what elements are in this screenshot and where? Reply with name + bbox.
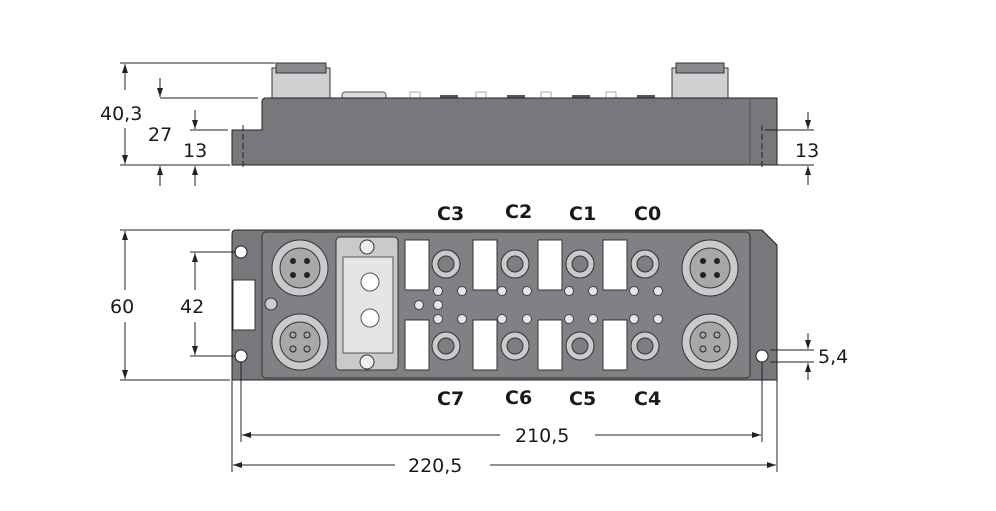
rotary-switch-icon[interactable] xyxy=(360,308,380,328)
dim-height: 60 xyxy=(110,296,134,318)
dim-body-height: 27 xyxy=(148,124,172,146)
dim-flange-right: 13 xyxy=(795,140,819,162)
dim-flange-left: 13 xyxy=(183,140,207,162)
dim-hole-diameter: 5,4 xyxy=(818,346,848,368)
dim-total-height: 40,3 xyxy=(100,103,142,125)
dim-total-length: 220,5 xyxy=(408,455,462,477)
rotary-switch-icon[interactable] xyxy=(360,272,380,292)
front-view: C3 C2 C1 C0 C7 C6 C5 C4 60 42 5,4 210,5 … xyxy=(110,201,848,477)
led-icon xyxy=(414,286,663,324)
connector-label-c0: C0 xyxy=(634,203,661,225)
power-connector-icon xyxy=(271,239,739,371)
connector-label-c6: C6 xyxy=(505,387,532,409)
connector-label-c4: C4 xyxy=(634,388,661,410)
side-body xyxy=(231,97,778,166)
io-connectors xyxy=(404,239,663,371)
connector-label-c2: C2 xyxy=(505,201,532,223)
connector-label-c1: C1 xyxy=(569,203,596,225)
dim-hole-spacing-vertical: 42 xyxy=(180,296,204,318)
dim-hole-spacing-horizontal: 210,5 xyxy=(515,425,569,447)
side-view: 40,3 27 13 13 xyxy=(100,62,819,186)
connector-label-c3: C3 xyxy=(437,203,464,225)
connector-label-c7: C7 xyxy=(437,388,464,410)
connector-label-c5: C5 xyxy=(569,388,596,410)
